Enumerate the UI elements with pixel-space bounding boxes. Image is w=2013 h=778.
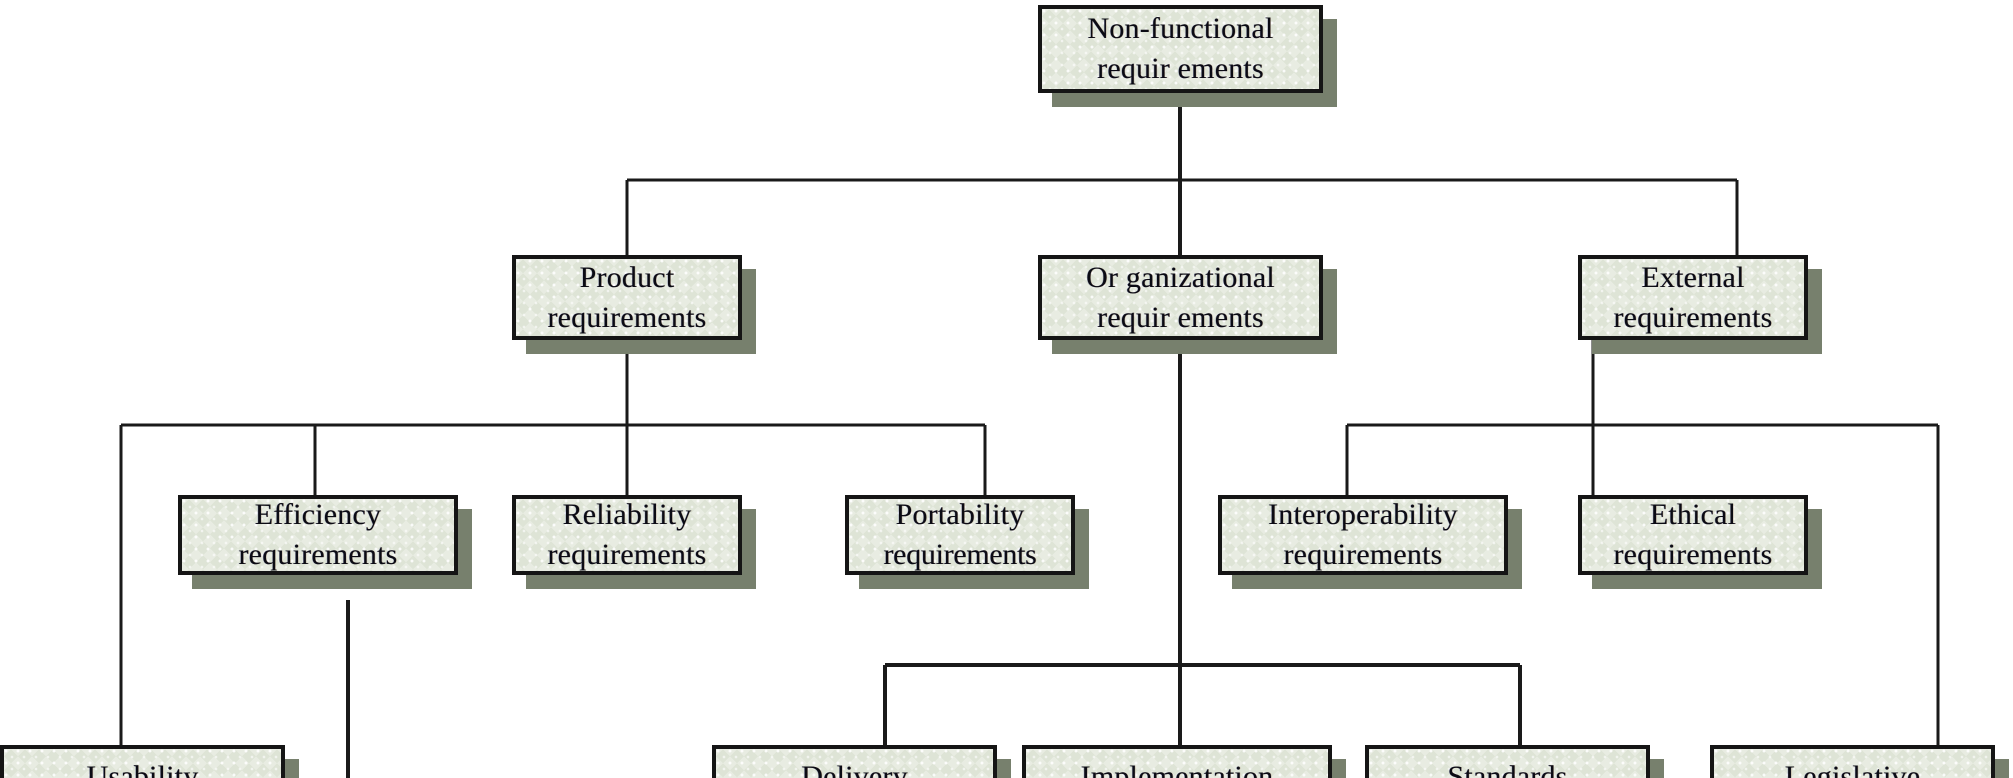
node-label-line1: Delivery: [801, 760, 908, 778]
node-face: Or ganizational requir ements: [1038, 255, 1323, 340]
node-label-line1: Efficiency: [254, 498, 382, 532]
node-face: Non-functional requir ements: [1038, 5, 1323, 93]
node-label-line2: requirements: [547, 538, 707, 571]
node-face: External requirements: [1578, 255, 1808, 340]
node-label-line2: requir ements: [1097, 300, 1264, 334]
node-face: Standards: [1365, 745, 1650, 778]
node-label-line1: Non-functional: [1087, 12, 1274, 46]
node-label-line1: Reliability: [562, 498, 692, 532]
node-label-line1: Interoperability: [1268, 498, 1458, 532]
node-delivery[interactable]: Delivery: [712, 745, 1011, 778]
node-face: Implementation: [1022, 745, 1332, 778]
node-label-line2: requirements: [1613, 538, 1773, 571]
node-label-line2: requirements: [547, 300, 707, 334]
node-face: Ethical requirements: [1578, 495, 1808, 575]
node-organizational-requirements[interactable]: Or ganizational requir ements: [1038, 255, 1337, 354]
node-face: Efficiency requirements: [178, 495, 458, 575]
node-reliability-requirements[interactable]: Reliability requirements: [512, 495, 756, 589]
node-label-line1: Usability: [86, 760, 199, 778]
node-label-line2: requirements: [238, 538, 398, 571]
node-usability[interactable]: Usability: [0, 745, 299, 778]
node-label-line1: Implementation: [1080, 760, 1274, 778]
node-label-line2: requirements: [1613, 300, 1773, 334]
node-face: Portability requirements: [845, 495, 1075, 575]
node-label-line2: requir ements: [1097, 52, 1264, 85]
node-ethical-requirements[interactable]: Ethical requirements: [1578, 495, 1822, 589]
node-portability-requirements[interactable]: Portability requirements: [845, 495, 1089, 589]
node-product-requirements[interactable]: Product requirements: [512, 255, 756, 354]
node-face: Legislative: [1710, 745, 1995, 778]
node-standards[interactable]: Standards: [1365, 745, 1664, 778]
node-efficiency-requirements[interactable]: Efficiency requirements: [178, 495, 472, 589]
node-face: Delivery: [712, 745, 997, 778]
node-label-line1: Standards: [1447, 760, 1568, 778]
node-legislative[interactable]: Legislative: [1710, 745, 2009, 778]
node-label-line1: Legislative: [1784, 760, 1921, 778]
node-label-line2: requirements: [883, 538, 1037, 571]
node-external-requirements[interactable]: External requirements: [1578, 255, 1822, 354]
node-label-line1: Or ganizational: [1086, 260, 1275, 294]
node-face: Interoperability requirements: [1218, 495, 1508, 575]
node-non-functional-requirements[interactable]: Non-functional requir ements: [1038, 5, 1337, 107]
node-label-line1: External: [1641, 260, 1745, 294]
node-interoperability-requirements[interactable]: Interoperability requirements: [1218, 495, 1522, 589]
node-label-line1: Ethical: [1649, 498, 1737, 532]
node-label-line1: Product: [579, 260, 675, 294]
node-label-line1: Portability: [895, 498, 1025, 532]
node-implementation[interactable]: Implementation: [1022, 745, 1346, 778]
node-label-line2: requirements: [1283, 538, 1443, 571]
node-face: Usability: [0, 745, 285, 778]
node-face: Product requirements: [512, 255, 742, 340]
node-face: Reliability requirements: [512, 495, 742, 575]
